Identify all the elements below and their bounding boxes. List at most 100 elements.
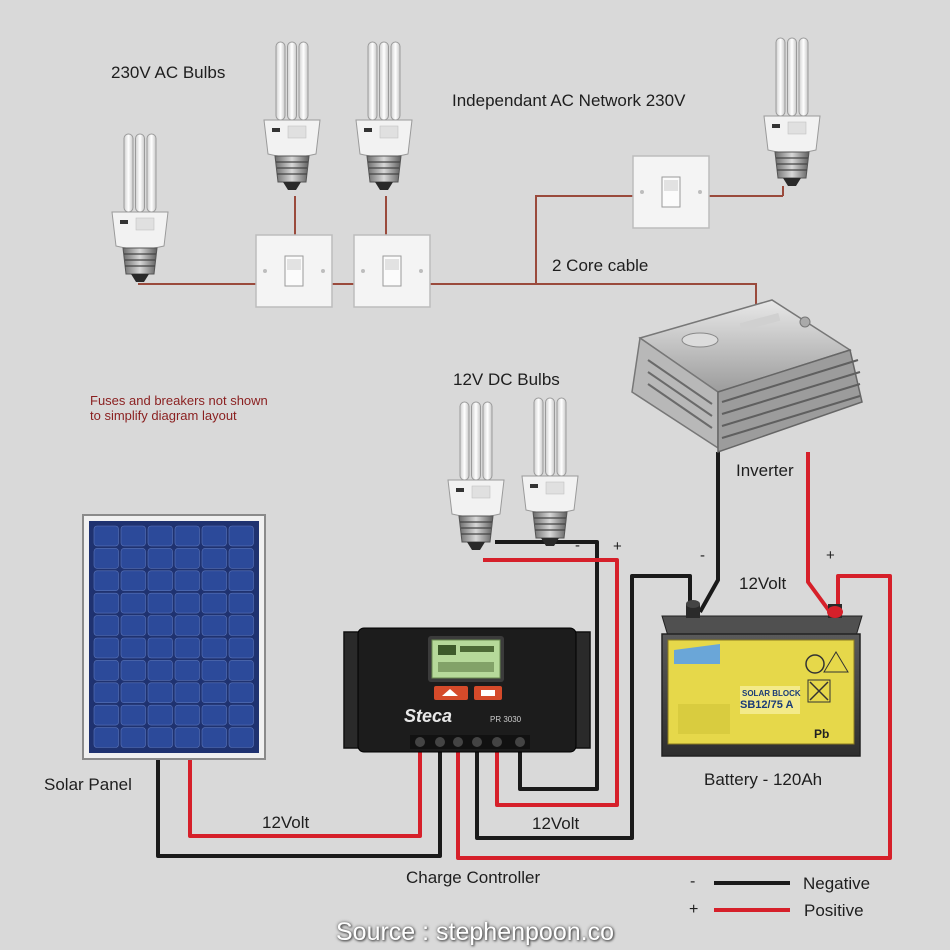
solar-cell [93,592,119,614]
switch-1 [255,234,333,308]
solar-cell [93,615,119,636]
solar-cell [120,548,146,569]
solar-cell [147,548,173,569]
solar-cell [228,682,254,703]
ac-network-label: Independant AC Network 230V [452,91,686,110]
solar-cell [201,682,227,703]
solar-cell [228,570,254,591]
panel-voltage-label: 12Volt [262,813,310,832]
battery-label: Battery - 120Ah [704,770,823,789]
core-cable-label: 2 Core cable [552,256,649,275]
controller-voltage-label: 12Volt [532,814,580,833]
ac-bulbs-label: 230V AC Bulbs [111,63,226,82]
solar-cell [147,637,173,659]
solar-cell [174,637,200,659]
solar-cell [120,592,146,614]
inverter-minus-sign: - [700,547,705,564]
ac-bulb-3 [355,41,413,191]
controller-brand: Steca [404,706,452,726]
solar-cell [201,592,227,614]
battery-pb-mark: Pb [814,727,829,741]
solar-cell [174,727,200,748]
solar-cell [228,704,254,726]
solar-cell [201,525,227,547]
solar-cell [147,615,173,636]
solar-cell [174,525,200,547]
solar-cell [93,570,119,591]
solar-cell [120,704,146,726]
solar-panel-unit [82,514,266,760]
solar-cell [201,615,227,636]
solar-cell [174,660,200,681]
ac-bulb-1 [111,133,169,283]
legend-positive-label: Positive [804,901,864,920]
source-caption: Source : stephenpoon.co [336,918,614,946]
solar-cell [228,660,254,681]
dc-bulb-1 [447,401,505,551]
inverter-unit [631,299,863,454]
solar-cell [147,682,173,703]
switch-2 [353,234,431,308]
solar-cell [120,525,146,547]
solar-cell [120,660,146,681]
solar-cell [147,660,173,681]
solar-cell [201,727,227,748]
battery-model-line1: SOLAR BLOCK [742,689,801,698]
solar-cell [228,637,254,659]
dc-bulb-plus-sign: + [613,538,622,555]
solar-cell [120,727,146,748]
solar-cell [201,637,227,659]
solar-cell [147,525,173,547]
solar-cell [120,682,146,703]
negative-wiring [156,452,720,858]
solar-cell [174,682,200,703]
fuses-note: Fuses and breakers not shown to simplify… [90,393,268,423]
solar-cell [120,637,146,659]
solar-cell [201,660,227,681]
solar-cell [147,704,173,726]
switch-3 [632,155,710,229]
legend-negative-label: Negative [803,874,871,893]
battery-voltage-label: 12Volt [739,574,787,593]
solar-cell [93,525,119,547]
solar-cell [93,704,119,726]
solar-cell [147,592,173,614]
charge-controller-unit: Steca PR 3030 [343,627,591,753]
fuses-note-line1: Fuses and breakers not shown [90,393,268,408]
solar-cell [93,548,119,569]
dc-bulb-minus-sign: - [575,537,580,554]
solar-cell [174,592,200,614]
solar-cell [201,704,227,726]
solar-cell [174,704,200,726]
controller-model: PR 3030 [490,715,522,724]
ac-bulb-2 [263,41,321,191]
battery-unit: SOLAR BLOCK SB12/75 A Pb [661,600,863,757]
fuses-note-line2: to simplify diagram layout [90,408,237,423]
solar-cell [147,727,173,748]
solar-cells [93,525,254,748]
solar-cell [93,682,119,703]
solar-cell [120,570,146,591]
positive-wiring [188,452,892,860]
legend-positive-sign: + [689,901,699,918]
legend-lines [714,881,790,912]
solar-panel-label: Solar Panel [44,775,132,794]
solar-cell [93,660,119,681]
solar-cell [228,525,254,547]
solar-cell [228,615,254,636]
solar-cell [147,570,173,591]
solar-cell [201,570,227,591]
solar-cell [174,570,200,591]
solar-cell [174,615,200,636]
charge-controller-label: Charge Controller [406,868,541,887]
dc-bulbs-label: 12V DC Bulbs [453,370,560,389]
legend-negative-sign: - [690,873,696,890]
inverter-plus-sign: + [826,547,835,564]
solar-cell [93,727,119,748]
solar-cell [93,637,119,659]
battery-model-line2: SB12/75 A [740,699,793,711]
solar-cell [174,548,200,569]
solar-cell [228,548,254,569]
